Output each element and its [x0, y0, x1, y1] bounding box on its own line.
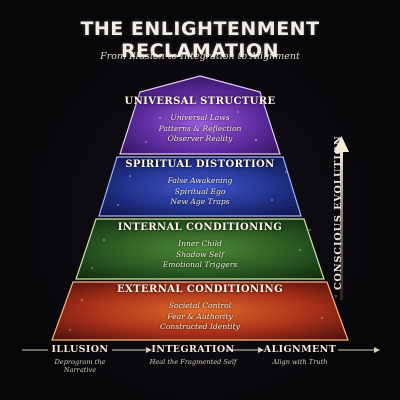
tier-item: Shadow Self: [176, 249, 224, 259]
tier-item: Observer Reality: [167, 134, 233, 144]
tier-external-conditioning-shape: [51, 281, 349, 341]
tier-spiritual-distortion: SPIRITUAL DISTORTION False Awakening Spi…: [0, 159, 400, 208]
page-subtitle: From Illusion to Integration to Alignmen…: [100, 51, 300, 62]
side-arrow-label: CONSCIOUS EVOLUTION: [333, 135, 344, 290]
page-title: THE ENLIGHTENMENT RECLAMATION: [80, 18, 320, 62]
tier-internal-conditioning: INTERNAL CONDITIONING Inner Child Shadow…: [0, 222, 400, 271]
tier-universal-structure: UNIVERSAL STRUCTURE Universal Laws Patte…: [0, 96, 400, 145]
step-label: ALIGNMENT: [263, 344, 337, 355]
step-sub: Heal the Fragmented Self: [149, 358, 237, 366]
tier-title: SPIRITUAL DISTORTION: [125, 159, 275, 170]
tier-spiritual-distortion-shape: [98, 156, 302, 217]
step-label: ILLUSION: [51, 344, 109, 355]
tier-title: INTERNAL CONDITIONING: [117, 222, 283, 233]
tier-item: Universal Laws: [170, 113, 230, 122]
star-flecks: [69, 111, 337, 331]
step-integration: INTEGRATION Heal the Fragmented Self: [148, 344, 238, 366]
step-sub: Align with Truth: [272, 358, 328, 366]
tier-title: EXTERNAL CONDITIONING: [116, 284, 284, 295]
tier-universal-structure-shape: [119, 75, 281, 155]
step-alignment: ALIGNMENT Align with Truth: [260, 344, 340, 366]
progression-line: [22, 347, 380, 353]
tier-internal-conditioning-shape: [75, 218, 325, 280]
tier-item: Societal Control: [168, 301, 232, 310]
tier-external-conditioning: EXTERNAL CONDITIONING Societal Control F…: [0, 284, 400, 333]
tier-item: Patterns & Reflection: [158, 123, 242, 133]
tier-item: False Awakening: [167, 176, 233, 185]
step-label: INTEGRATION: [151, 344, 235, 355]
step-sub: Deprogram the Narrative: [54, 358, 106, 374]
tier-item: Constructed Identity: [160, 322, 240, 332]
tier-title: UNIVERSAL STRUCTURE: [124, 96, 276, 107]
up-arrow-icon: [334, 136, 349, 300]
tier-item: Spiritual Ego: [174, 186, 226, 196]
step-illusion: ILLUSION Deprogram the Narrative: [40, 344, 120, 374]
tier-item: New Age Traps: [170, 197, 230, 207]
tier-item: Emotional Triggers: [162, 260, 238, 270]
tier-item: Inner Child: [178, 239, 222, 248]
tier-item: Fear & Authority: [167, 311, 233, 321]
